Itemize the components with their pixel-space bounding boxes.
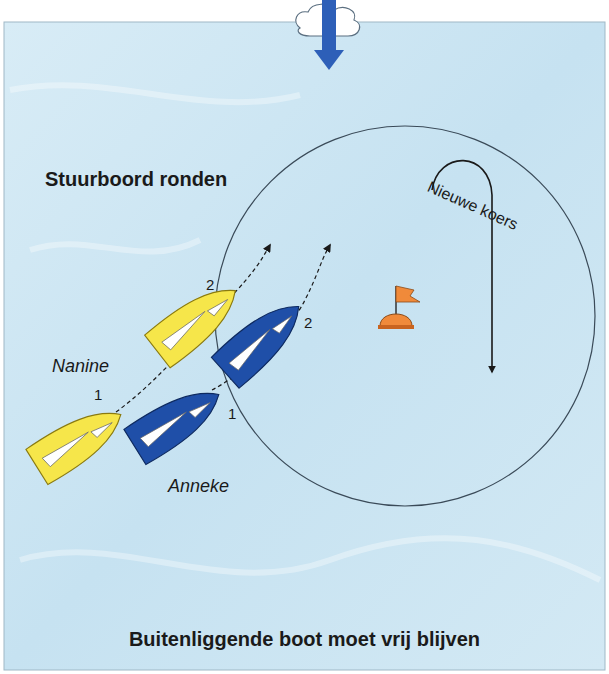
water-texture bbox=[10, 85, 600, 580]
position-number: 2 bbox=[206, 276, 214, 293]
position-number: 1 bbox=[94, 386, 102, 403]
diagram-title: Stuurboord ronden bbox=[45, 168, 227, 191]
water-ground bbox=[4, 22, 605, 670]
wind-cloud bbox=[296, 0, 360, 70]
position-number: 1 bbox=[228, 405, 236, 422]
blue-boat bbox=[124, 377, 230, 465]
mark-buoy bbox=[378, 286, 420, 329]
boat-name: Nanine bbox=[52, 356, 109, 377]
position-number: 2 bbox=[304, 314, 312, 331]
diagram-caption: Buitenliggende boot moet vrij blijven bbox=[129, 628, 480, 651]
blue-boat bbox=[211, 291, 313, 389]
yellow-boat bbox=[26, 397, 132, 485]
boat-name: Anneke bbox=[168, 476, 229, 497]
course-line bbox=[212, 245, 330, 390]
